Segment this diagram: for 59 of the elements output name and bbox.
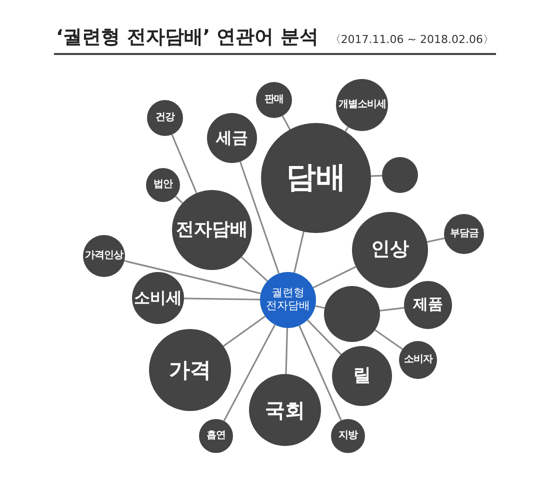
keyword-circle	[146, 168, 180, 202]
keyword-label: 인상	[371, 239, 409, 261]
keyword-label: 국회	[265, 398, 305, 422]
keyword-label: 궐련형 전자담배	[265, 287, 311, 313]
keyword-label: 소비자	[404, 354, 432, 366]
connector-line	[223, 324, 276, 422]
connector-line	[240, 256, 268, 282]
connector-line	[293, 231, 304, 273]
connector-line	[282, 115, 291, 130]
keyword-circle	[132, 272, 184, 324]
connector-line	[374, 329, 403, 350]
connector-line	[171, 134, 198, 194]
connector-line	[370, 174, 382, 177]
keyword-label: 개별소비세	[338, 99, 386, 111]
keyword-label: 세금	[216, 128, 248, 148]
keyword-circle	[147, 100, 183, 136]
keyword-circle	[332, 346, 392, 406]
keyword-circle	[199, 419, 233, 453]
keyword-circle	[336, 79, 388, 131]
keyword-label: 릴	[353, 366, 371, 386]
keyword-label: 부담금	[450, 228, 478, 240]
date-range: 〈2017.11.06 ~ 2018.02.06〉	[330, 32, 494, 47]
connector-line	[315, 305, 325, 309]
keyword-circle	[331, 419, 365, 453]
keyword-circle	[324, 286, 380, 342]
keyword-label: 흡연	[206, 430, 226, 442]
connector-line	[426, 237, 445, 243]
connector-line	[174, 196, 184, 204]
connector-line	[184, 298, 260, 300]
connector-line	[298, 325, 342, 421]
connector-line	[285, 328, 288, 374]
connector-line	[239, 161, 280, 274]
keyword-circle	[382, 157, 418, 193]
keyword-circle	[249, 374, 321, 446]
connector-line	[124, 260, 261, 294]
connector-line	[312, 266, 356, 288]
keyword-label: 법안	[154, 179, 172, 191]
keyword-label: 담배	[286, 160, 346, 196]
keyword-label: 가격	[169, 358, 211, 382]
center-topic-circle	[260, 272, 316, 328]
keyword-circle	[172, 190, 252, 270]
connector-line	[222, 316, 266, 347]
keyword-label: 판매	[264, 94, 284, 106]
connector-line	[380, 307, 404, 312]
keyword-label: 전자담배	[176, 220, 248, 240]
keyword-circle	[256, 82, 292, 118]
keyword-circle	[83, 235, 125, 277]
keyword-label: 소비세	[134, 288, 182, 308]
keyword-circle	[352, 212, 428, 288]
keyword-label: 제품	[413, 296, 443, 314]
keyword-label: 지방	[338, 430, 358, 442]
keyword-label: 가격인상	[85, 250, 123, 262]
connector-line	[306, 320, 342, 356]
keyword-circle	[444, 214, 484, 254]
keyword-circle	[404, 281, 452, 329]
title: ‘궐련형 전자담배’ 연관어 분석	[56, 25, 318, 50]
keyword-circle	[399, 341, 437, 379]
keyword-circle	[207, 113, 257, 163]
keyword-label: 건강	[156, 112, 174, 124]
